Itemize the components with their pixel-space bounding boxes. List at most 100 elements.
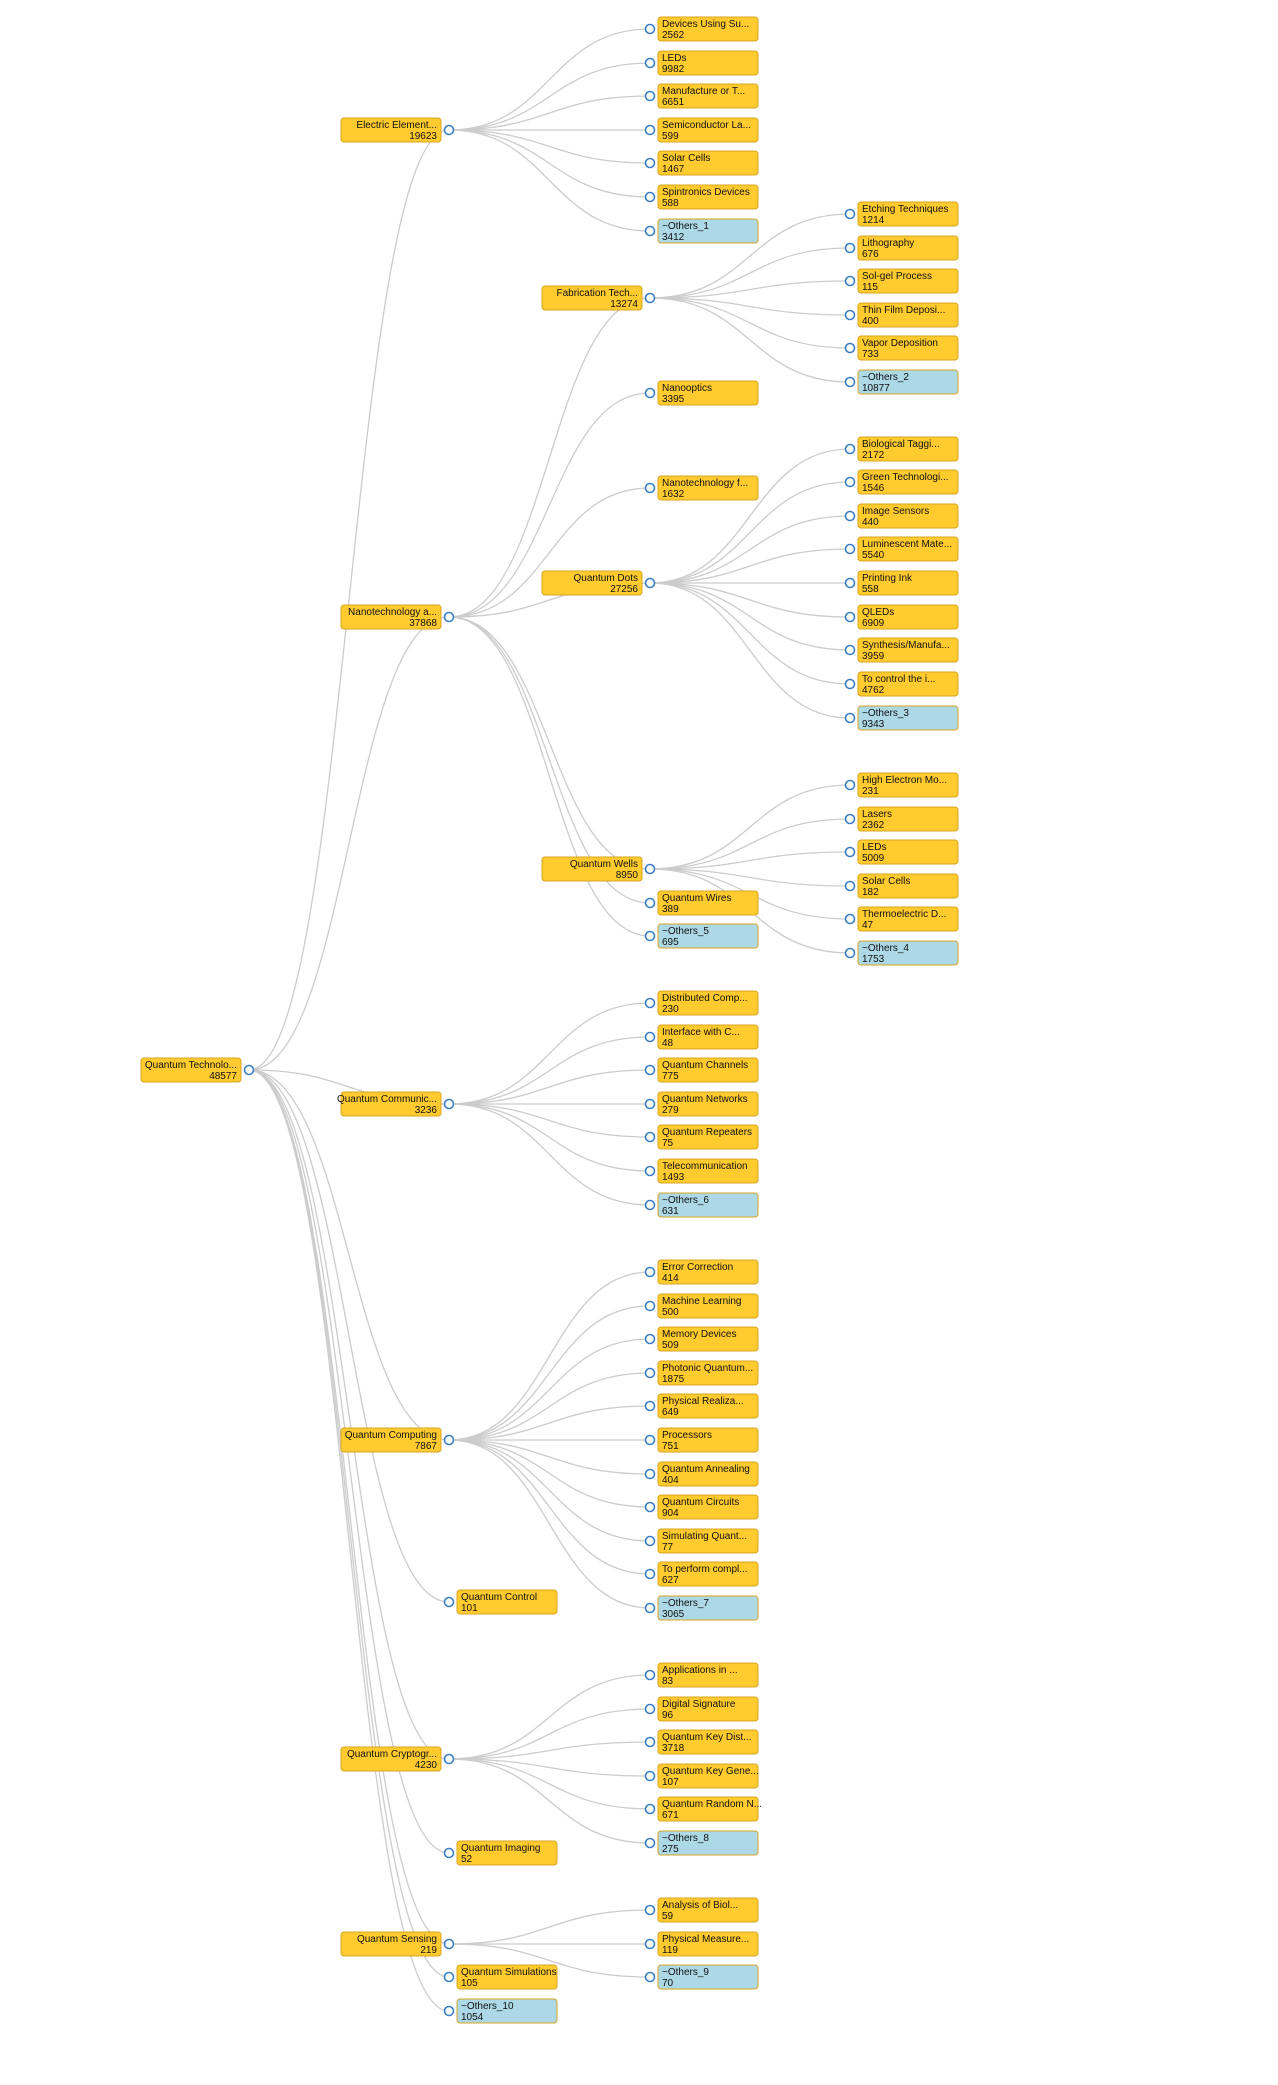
node-toggle-icon[interactable]	[644, 90, 656, 102]
node-thermoelectric-d[interactable]: Thermoelectric D...47	[844, 906, 959, 932]
node-toggle-icon[interactable]	[644, 577, 656, 589]
node-toggle-icon[interactable]	[644, 292, 656, 304]
node-toggle-icon[interactable]	[644, 1803, 656, 1815]
node-quantum-cryptogr[interactable]: Quantum Cryptogr...4230	[340, 1746, 455, 1772]
node-interface-with-c[interactable]: Interface with C...48	[644, 1024, 759, 1050]
node-toggle-icon[interactable]	[644, 1837, 656, 1849]
node-manufacture-or-t[interactable]: Manufacture or T...6651	[644, 83, 759, 109]
node-toggle-icon[interactable]	[644, 387, 656, 399]
node-physical-realiza[interactable]: Physical Realiza...649	[644, 1393, 759, 1419]
node-toggle-icon[interactable]	[644, 1602, 656, 1614]
node-toggle-icon[interactable]	[844, 208, 856, 220]
node-toggle-icon[interactable]	[644, 482, 656, 494]
node-toggle-icon[interactable]	[644, 1367, 656, 1379]
node-semiconductor-la[interactable]: Semiconductor La...599	[644, 117, 759, 143]
node-green-technologi[interactable]: Green Technologi...1546	[844, 469, 959, 495]
node-toggle-icon[interactable]	[844, 342, 856, 354]
node-toggle-icon[interactable]	[844, 644, 856, 656]
node-luminescent-mate[interactable]: Luminescent Mate...5540	[844, 536, 959, 562]
node-toggle-icon[interactable]	[644, 1031, 656, 1043]
node-toggle-icon[interactable]	[644, 1165, 656, 1177]
node-toggle-icon[interactable]	[644, 191, 656, 203]
node-toggle-icon[interactable]	[644, 124, 656, 136]
node-toggle-icon[interactable]	[844, 880, 856, 892]
node-toggle-icon[interactable]	[644, 1568, 656, 1580]
node-quantum-random-n[interactable]: Quantum Random N...671	[644, 1796, 763, 1822]
node-toggle-icon[interactable]	[644, 1535, 656, 1547]
node-toggle-icon[interactable]	[844, 678, 856, 690]
node-toggle-icon[interactable]	[844, 376, 856, 388]
node-toggle-icon[interactable]	[644, 997, 656, 1009]
node-fabrication-tech[interactable]: Fabrication Tech...13274	[541, 285, 656, 311]
node-toggle-icon[interactable]	[844, 309, 856, 321]
node-toggle-icon[interactable]	[644, 1098, 656, 1110]
node-toggle-icon[interactable]	[443, 1098, 455, 1110]
node-quantum-technolo[interactable]: Quantum Technolo...48577	[140, 1057, 255, 1083]
node-toggle-icon[interactable]	[644, 1669, 656, 1681]
node-toggle-icon[interactable]	[644, 1468, 656, 1480]
node-photonic-quantum[interactable]: Photonic Quantum...1875	[644, 1360, 759, 1386]
node-toggle-icon[interactable]	[644, 1434, 656, 1446]
node-quantum-key-dist[interactable]: Quantum Key Dist...3718	[644, 1729, 759, 1755]
node-high-electron-mo[interactable]: High Electron Mo...231	[844, 772, 959, 798]
node-toggle-icon[interactable]	[844, 846, 856, 858]
node-toggle-icon[interactable]	[443, 1938, 455, 1950]
node-to-perform-compl[interactable]: To perform compl...627	[644, 1561, 759, 1587]
node-toggle-icon[interactable]	[443, 1971, 455, 1983]
node-others-9[interactable]: ~Others_970	[644, 1964, 759, 1990]
node-applications-in[interactable]: Applications in ...83	[644, 1662, 759, 1688]
node-synthesis-manufa[interactable]: Synthesis/Manufa...3959	[844, 637, 959, 663]
node-toggle-icon[interactable]	[844, 577, 856, 589]
node-toggle-icon[interactable]	[644, 1703, 656, 1715]
node-toggle-icon[interactable]	[844, 275, 856, 287]
node-devices-using-su[interactable]: Devices Using Su...2562	[644, 16, 759, 42]
node-toggle-icon[interactable]	[443, 611, 455, 623]
node-toggle-icon[interactable]	[644, 1770, 656, 1782]
node-toggle-icon[interactable]	[644, 23, 656, 35]
node-toggle-icon[interactable]	[644, 1333, 656, 1345]
node-toggle-icon[interactable]	[644, 897, 656, 909]
node-toggle-icon[interactable]	[644, 1736, 656, 1748]
node-toggle-icon[interactable]	[443, 1847, 455, 1859]
node-toggle-icon[interactable]	[644, 1400, 656, 1412]
node-to-control-the-i[interactable]: To control the i...4762	[844, 671, 959, 697]
node-toggle-icon[interactable]	[844, 510, 856, 522]
node-toggle-icon[interactable]	[844, 543, 856, 555]
node-toggle-icon[interactable]	[644, 57, 656, 69]
node-toggle-icon[interactable]	[644, 1266, 656, 1278]
node-toggle-icon[interactable]	[644, 1064, 656, 1076]
node-toggle-icon[interactable]	[644, 1199, 656, 1211]
node-simulating-quant[interactable]: Simulating Quant...77	[644, 1528, 759, 1554]
node-toggle-icon[interactable]	[844, 611, 856, 623]
